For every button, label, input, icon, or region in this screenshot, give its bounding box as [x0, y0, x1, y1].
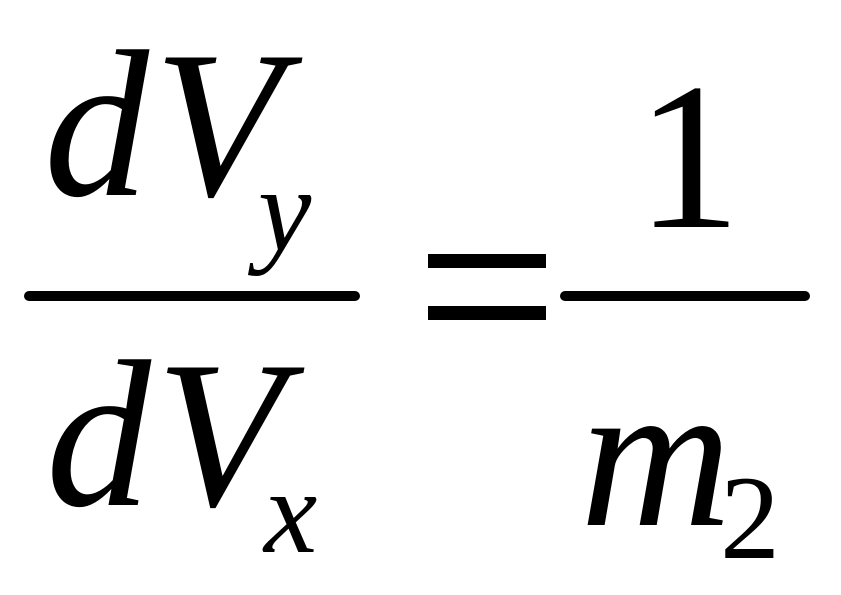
lhs-fraction-bar: [24, 291, 360, 301]
rhs-denominator-subscript: 2: [720, 451, 780, 584]
equals-sign-top-bar: [428, 254, 546, 268]
lhs-numerator-variable: V: [154, 9, 283, 241]
rhs-denominator-variable: m: [580, 339, 732, 571]
rhs-numerator: 1: [636, 41, 741, 273]
equals-sign-bottom-bar: [428, 306, 546, 320]
lhs-denominator-subscript: x: [264, 445, 318, 578]
lhs-denominator-variable: V: [156, 319, 285, 551]
rhs-fraction-bar: [560, 291, 810, 301]
lhs-numerator-subscript: y: [258, 143, 312, 276]
lhs-numerator-differential: d: [44, 9, 149, 241]
lhs-denominator-differential: d: [46, 319, 151, 551]
